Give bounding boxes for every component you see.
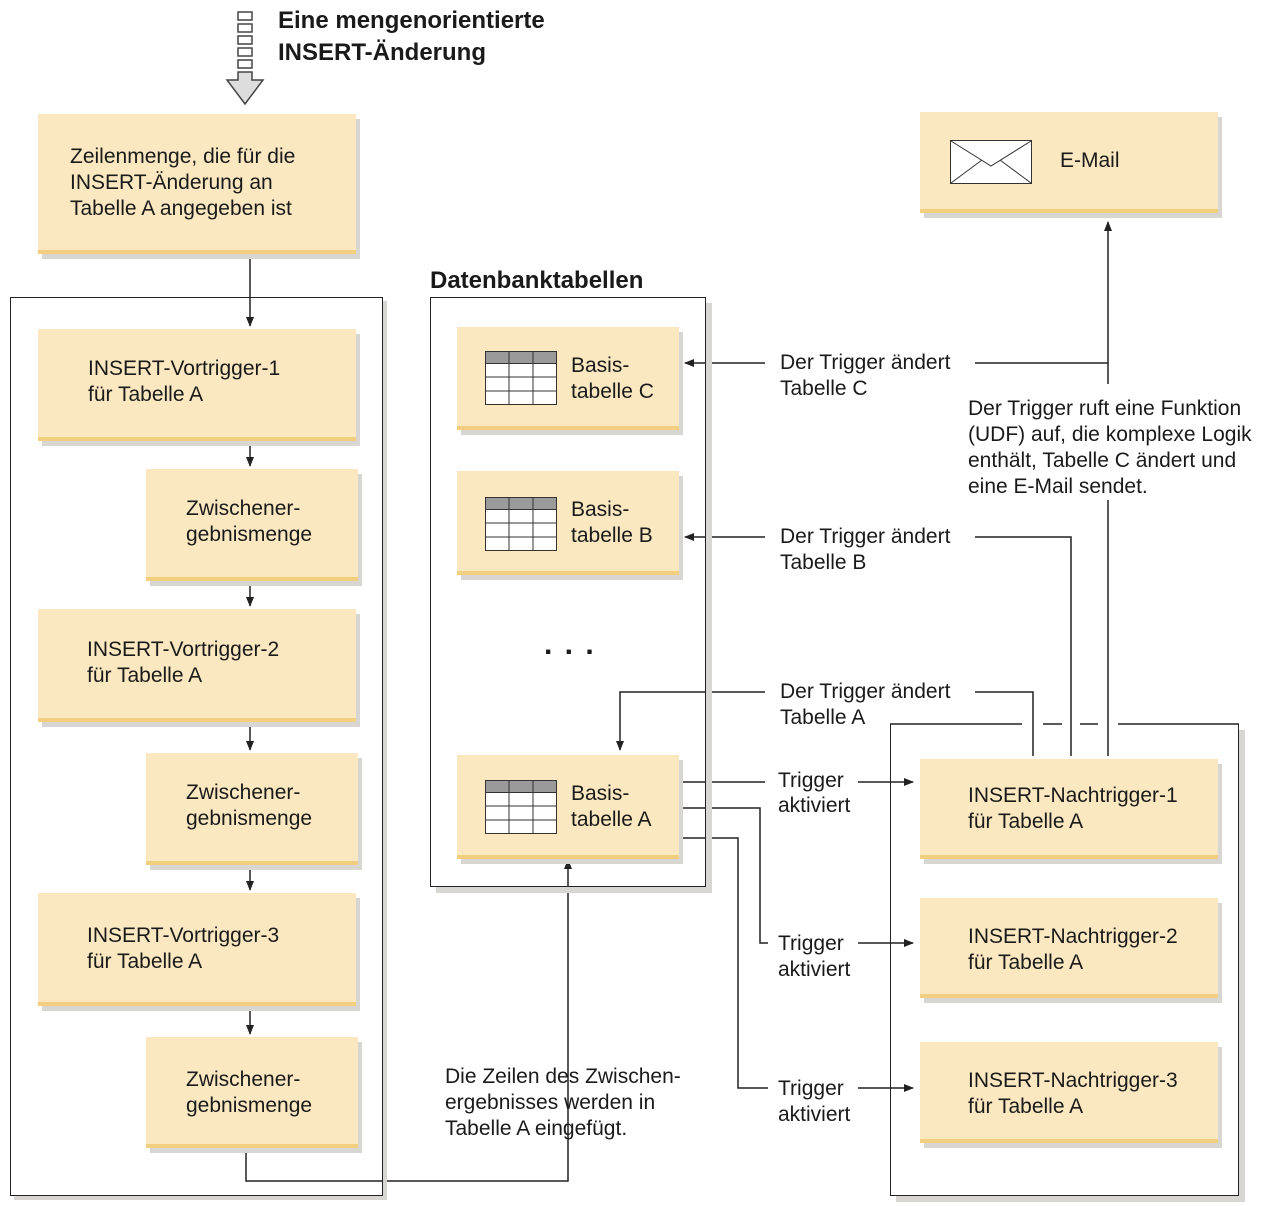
- base-table-b-line1: Basis-: [571, 498, 630, 521]
- base-table-c-line1: Basis-: [571, 354, 630, 377]
- base-table-a-line2: tabelle A: [571, 808, 652, 831]
- activation-2-line2: aktiviert: [778, 958, 851, 981]
- before-trigger-1-box: INSERT-Vortrigger-1 für Tabelle A: [38, 329, 356, 441]
- email-box: E-Mail: [920, 112, 1218, 213]
- header-title-line1: Eine mengenorientierte: [278, 7, 545, 34]
- before-trigger-2-line2: für Tabelle A: [87, 664, 203, 687]
- intermediate-set-1-box: Zwischener- gebnismenge: [146, 469, 358, 581]
- before-trigger-2-box: INSERT-Vortrigger-2 für Tabelle A: [38, 609, 356, 722]
- database-title: Datenbanktabellen: [430, 267, 644, 294]
- base-table-b-box: Basis- tabelle B: [457, 471, 679, 575]
- intermediate-set-3-box: Zwischener- gebnismenge: [146, 1037, 358, 1148]
- input-row-set-line3: Tabelle A angegeben ist: [70, 197, 292, 220]
- udf-note-line2: (UDF) auf, die komplexe Logik: [968, 423, 1252, 446]
- udf-note-line1: Der Trigger ruft eine Funktion: [968, 397, 1242, 420]
- udf-note-line3: enthält, Tabelle C ändert und: [968, 449, 1237, 472]
- insert-note-line3: Tabelle A eingefügt.: [445, 1117, 628, 1140]
- email-label: E-Mail: [1060, 149, 1120, 172]
- after-trigger-3-line1: INSERT-Nachtrigger-3: [968, 1069, 1178, 1092]
- after-trigger-3-line2: für Tabelle A: [968, 1095, 1084, 1118]
- table-c-icon: [485, 351, 557, 405]
- before-trigger-3-box: INSERT-Vortrigger-3 für Tabelle A: [38, 893, 356, 1006]
- before-trigger-frame: [10, 297, 383, 1196]
- header-title-line2: INSERT-Änderung: [278, 39, 486, 66]
- envelope-icon: [950, 140, 1032, 184]
- change-table-a-line2: Tabelle A: [780, 706, 866, 729]
- after-trigger-2-line1: INSERT-Nachtrigger-2: [968, 925, 1178, 948]
- table-b-icon: [485, 497, 557, 551]
- intermediate-set-2-box: Zwischener- gebnismenge: [146, 753, 358, 865]
- base-table-a-line1: Basis-: [571, 782, 630, 805]
- base-table-c-line2: tabelle C: [571, 380, 654, 403]
- input-row-set-line1: Zeilenmenge, die für die: [70, 145, 296, 168]
- before-trigger-2-line1: INSERT-Vortrigger-2: [87, 638, 280, 661]
- before-trigger-1-line2: für Tabelle A: [88, 383, 204, 406]
- intermediate-set-1-line2: gebnismenge: [186, 523, 313, 546]
- activation-3-line2: aktiviert: [778, 1103, 851, 1126]
- insert-note-line1: Die Zeilen des Zwischen-: [445, 1065, 681, 1088]
- intermediate-set-2-line2: gebnismenge: [186, 807, 313, 830]
- change-table-c-line2: Tabelle C: [780, 377, 868, 400]
- activation-2-line1: Trigger: [778, 932, 844, 955]
- change-table-b-line2: Tabelle B: [780, 551, 867, 574]
- after-trigger-2-line2: für Tabelle A: [968, 951, 1084, 974]
- arrow-insert-into-table-a: [245, 859, 572, 1182]
- database-frame: [430, 297, 706, 887]
- intermediate-set-1-line1: Zwischener-: [186, 497, 301, 520]
- input-row-set-box: Zeilenmenge, die für die INSERT-Änderung…: [38, 114, 356, 254]
- intermediate-set-3-line2: gebnismenge: [186, 1094, 313, 1117]
- activation-1-line2: aktiviert: [778, 794, 851, 817]
- before-trigger-1-line1: INSERT-Vortrigger-1: [88, 357, 281, 380]
- change-table-c-line1: Der Trigger ändert: [780, 351, 951, 374]
- after-trigger-1-box: INSERT-Nachtrigger-1 für Tabelle A: [920, 759, 1218, 859]
- after-trigger-1-line2: für Tabelle A: [968, 810, 1084, 833]
- base-table-c-box: Basis- tabelle C: [457, 327, 679, 430]
- before-trigger-3-line2: für Tabelle A: [87, 950, 203, 973]
- change-table-a-line1: Der Trigger ändert: [780, 680, 951, 703]
- activation-1-line1: Trigger: [778, 769, 844, 792]
- more-tables-ellipsis: . . .: [544, 628, 596, 661]
- after-trigger-3-box: INSERT-Nachtrigger-3 für Tabelle A: [920, 1042, 1218, 1143]
- change-table-b-line1: Der Trigger ändert: [780, 525, 951, 548]
- table-a-icon: [485, 780, 557, 834]
- intermediate-set-2-line1: Zwischener-: [186, 781, 301, 804]
- after-trigger-2-box: INSERT-Nachtrigger-2 für Tabelle A: [920, 898, 1218, 998]
- input-row-set-line2: INSERT-Änderung an: [70, 171, 273, 194]
- insert-note-line2: ergebnisses werden in: [445, 1091, 656, 1114]
- base-table-a-box: Basis- tabelle A: [457, 755, 679, 859]
- after-trigger-frame: [890, 724, 1239, 1196]
- intermediate-set-3-line1: Zwischener-: [186, 1068, 301, 1091]
- udf-note-line4: eine E-Mail sendet.: [968, 475, 1148, 498]
- base-table-b-line2: tabelle B: [571, 524, 653, 547]
- input-arrow-icon: [225, 11, 265, 106]
- after-trigger-1-line1: INSERT-Nachtrigger-1: [968, 784, 1178, 807]
- arrow-change-table-a: [616, 691, 765, 751]
- before-trigger-3-line1: INSERT-Vortrigger-3: [87, 924, 280, 947]
- activation-3-line1: Trigger: [778, 1077, 844, 1100]
